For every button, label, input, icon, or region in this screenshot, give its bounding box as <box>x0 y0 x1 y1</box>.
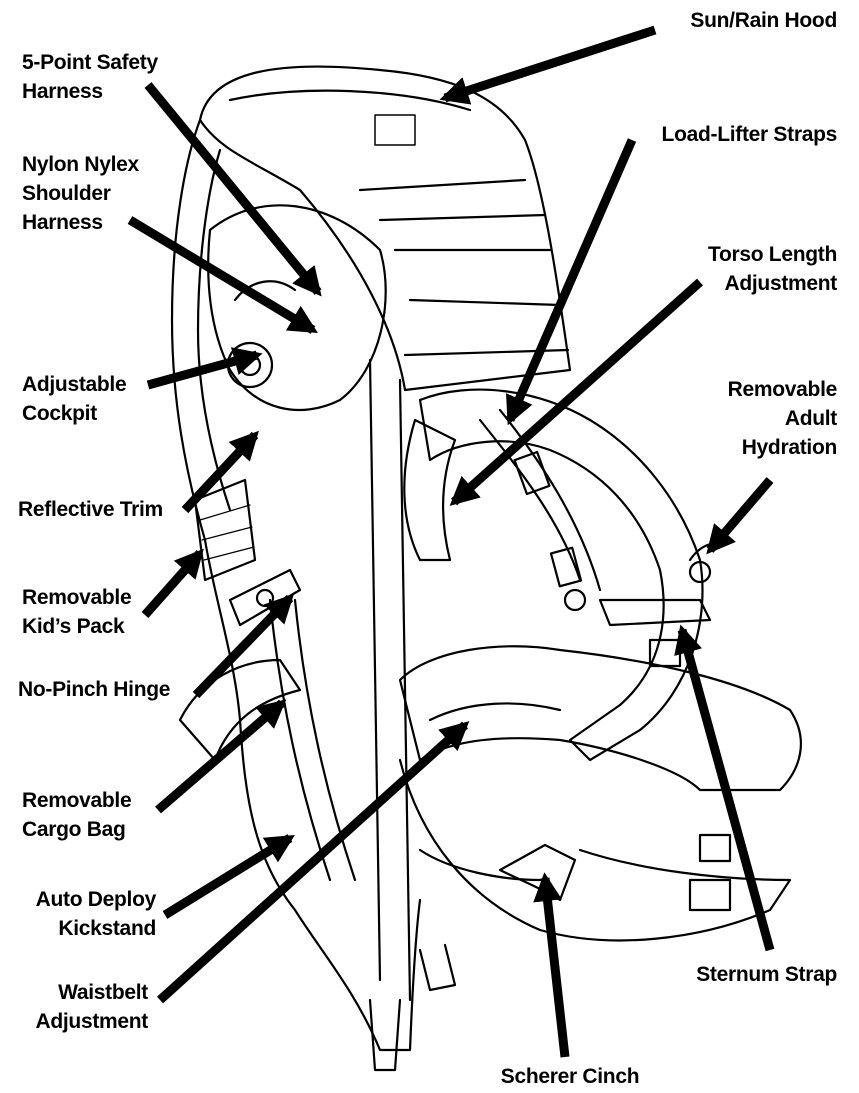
label-sun-rain-hood: Sun/Rain Hood <box>690 6 837 35</box>
arrow-reflective-trim <box>185 435 255 510</box>
label-cargo-bag: Removable Cargo Bag <box>22 786 131 844</box>
label-nylon-shoulder-harness: Nylon Nylex Shoulder Harness <box>22 150 139 237</box>
label-no-pinch-hinge: No-Pinch Hinge <box>18 675 170 704</box>
arrow-nylon-shoulder-harness <box>130 220 313 330</box>
arrow-kids-pack <box>145 553 200 615</box>
arrow-scherer-cinch <box>545 878 565 1057</box>
label-sternum-strap: Sternum Strap <box>696 960 837 989</box>
label-adult-hydration: Removable Adult Hydration <box>728 375 837 462</box>
arrow-adult-hydration <box>710 480 770 550</box>
label-kickstand: Auto Deploy Kickstand <box>18 885 156 943</box>
label-waistbelt: Waistbelt Adjustment <box>18 978 148 1036</box>
arrow-torso-length <box>454 282 700 502</box>
label-torso-length: Torso Length Adjustment <box>708 240 837 298</box>
arrow-load-lifter-straps <box>510 140 632 420</box>
label-reflective-trim: Reflective Trim <box>18 495 163 524</box>
label-scherer-cinch: Scherer Cinch <box>470 1062 670 1091</box>
shoulder-strap-outline <box>420 390 703 760</box>
label-five-point-harness: 5-Point Safety Harness <box>22 48 158 106</box>
label-adjustable-cockpit: Adjustable Cockpit <box>22 370 126 428</box>
label-kids-pack: Removable Kid’s Pack <box>22 583 131 641</box>
arrow-sun-rain-hood <box>445 30 655 98</box>
label-load-lifter-straps: Load-Lifter Straps <box>662 120 837 149</box>
arrow-cargo-bag <box>158 703 282 810</box>
